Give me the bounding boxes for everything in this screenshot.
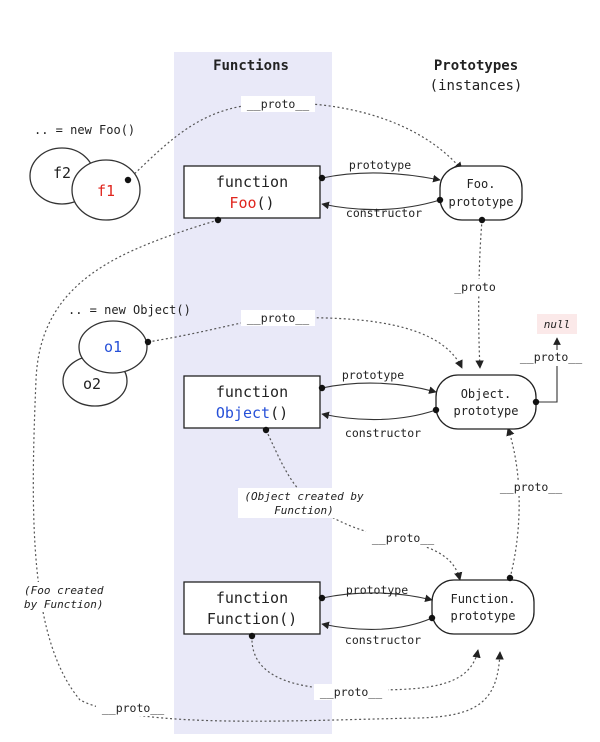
function-function-keyword: function [216, 589, 288, 607]
object-function-name: Object() [216, 404, 288, 422]
connector-dot [318, 174, 326, 182]
connector-dot [262, 426, 270, 434]
function-prototype-proto-link [506, 427, 520, 579]
object-prototype-node [435, 374, 537, 430]
foo-constructor-arrow [321, 199, 441, 211]
function-function-box [183, 581, 321, 635]
prototypes-header: Prototypes [434, 58, 518, 74]
function-prototype-arrow [321, 592, 433, 603]
proto-label-f1: __proto__ [247, 97, 309, 111]
function-function-name: Function() [207, 610, 297, 628]
proto-label-o1: __proto__ [247, 311, 309, 325]
object-function-keyword: function [216, 383, 288, 401]
proto-label-bg [241, 310, 315, 326]
foo-function-proto-link [32, 219, 504, 722]
connector-dot [144, 338, 152, 346]
foo-instance-caption: .. = new Foo() [34, 123, 135, 137]
connector-dot [436, 196, 444, 204]
object-function-box [183, 375, 321, 429]
proto-label-function-self: __proto__ [320, 685, 382, 699]
foo-prototype-line2: prototype [448, 195, 513, 209]
foo-created-note-line1: (Foo created [24, 584, 104, 597]
object-constructor-label: constructor [345, 426, 421, 440]
connector-dot [506, 574, 514, 582]
object-prototype-label: prototype [342, 368, 404, 382]
proto-label-object-prototype: __proto__ [520, 350, 582, 364]
function-constructor-label: constructor [345, 633, 421, 647]
connector-dot [318, 384, 326, 392]
foo-prototype-line1: Foo. [467, 177, 496, 191]
connector-dot [432, 406, 440, 414]
note-bg [22, 582, 114, 612]
connector-dot [532, 398, 540, 406]
function-prototype-node [431, 579, 535, 635]
o1-node [78, 320, 148, 374]
connector-dot [248, 632, 256, 640]
f1-label: f1 [97, 182, 115, 200]
proto-label-bg [366, 531, 440, 547]
connector-dot [214, 216, 222, 224]
object-instance-caption: .. = new Object() [68, 303, 191, 317]
proto-label-foo-prototype: _proto [454, 280, 496, 294]
proto-label-bg [314, 684, 388, 700]
connector-dot [428, 614, 436, 622]
f1-node [71, 159, 141, 221]
object-constructor-arrow [321, 409, 437, 421]
function-prototype-label: prototype [346, 583, 408, 597]
function-constructor-arrow [321, 617, 433, 630]
o1-proto-link [147, 317, 463, 369]
foo-prototype-label: prototype [349, 158, 411, 172]
foo-prototype-arrow [321, 172, 441, 183]
proto-label-bg [96, 700, 170, 716]
object-prototype-line1: Object. [461, 387, 512, 401]
o2-label: o2 [83, 375, 101, 393]
proto-label-bg [241, 96, 315, 112]
connector-dot [318, 594, 326, 602]
object-prototype-arrow [321, 382, 437, 394]
proto-label-bg [442, 279, 508, 295]
object-created-note-line2: Function) [274, 504, 334, 517]
proto-label-bg [494, 480, 568, 496]
object-created-note-line1: (Object created by [244, 490, 364, 503]
functions-header: Functions [213, 58, 289, 74]
null-label: null [544, 318, 571, 331]
proto-label-foo-function: __proto__ [102, 701, 164, 715]
prototypes-subheader: (instances) [430, 78, 523, 94]
null-box [537, 314, 577, 334]
foo-prototype-node [439, 165, 523, 221]
foo-function-name: Foo() [229, 194, 274, 212]
proto-label-function-prototype: __proto__ [500, 480, 562, 494]
object-prototype-null-arrow [536, 337, 561, 403]
function-prototype-line1: Function. [450, 592, 515, 606]
foo-prototype-proto-link [475, 219, 484, 369]
foo-function-keyword: function [216, 173, 288, 191]
connector-dot [124, 176, 132, 184]
o1-label: o1 [104, 338, 122, 356]
foo-created-note-line2: by Function) [24, 598, 103, 611]
foo-constructor-label: constructor [346, 206, 422, 220]
proto-label-bg [514, 350, 588, 366]
proto-label-object-function: __proto__ [372, 531, 434, 545]
function-prototype-line2: prototype [450, 609, 515, 623]
object-function-proto-link [265, 429, 463, 581]
object-prototype-line2: prototype [453, 404, 518, 418]
connector-dot [478, 216, 486, 224]
note-bg [238, 488, 370, 518]
f2-label: f2 [53, 164, 71, 182]
foo-function-box [183, 165, 321, 219]
